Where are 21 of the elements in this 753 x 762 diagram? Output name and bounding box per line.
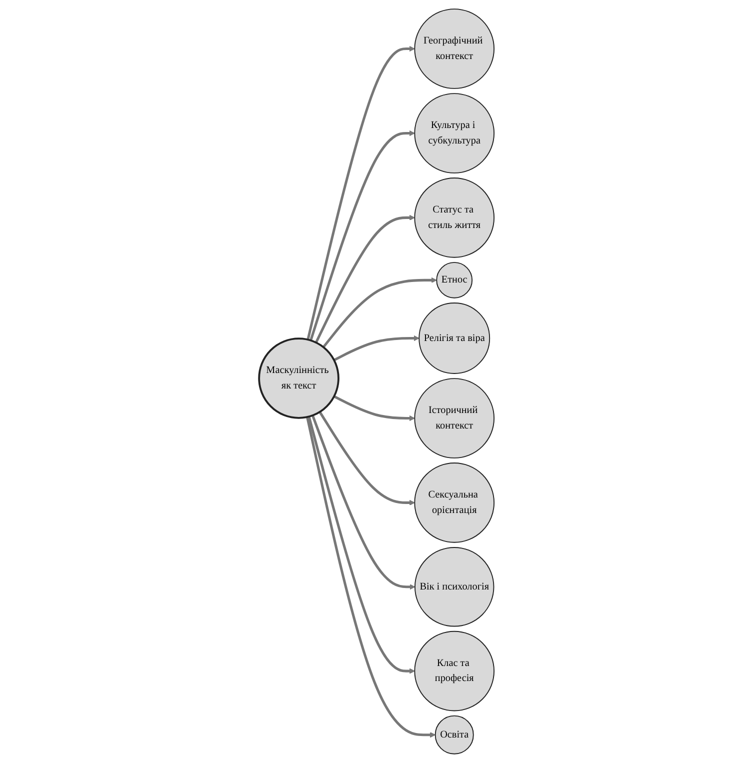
node-circle: Етнос [436, 262, 472, 298]
arrow [311, 414, 416, 590]
node-circle: Освіта [434, 714, 474, 754]
node-circle: Історичний контекст [414, 378, 494, 458]
node-circle: Культура і субкультура [414, 92, 494, 173]
arrow [333, 334, 420, 361]
arrow [333, 394, 415, 421]
node-circle: Вік і психологія [414, 546, 494, 626]
arrow [308, 416, 415, 674]
arrow [306, 416, 436, 738]
node-circle: Релігія та віра [418, 302, 490, 374]
node-circle: Сексуальна орієнтація [414, 462, 494, 542]
node-circle: Статус та стиль життя [414, 177, 494, 258]
arrow [318, 410, 415, 505]
node-circle: Географічний контекст [414, 8, 494, 88]
arrow [310, 130, 415, 340]
node-circle: Клас та професія [414, 630, 494, 711]
node-circle: Маскулінність як текст [258, 337, 340, 418]
arrow [322, 276, 437, 348]
arrow [314, 214, 415, 343]
arrow [306, 46, 415, 340]
